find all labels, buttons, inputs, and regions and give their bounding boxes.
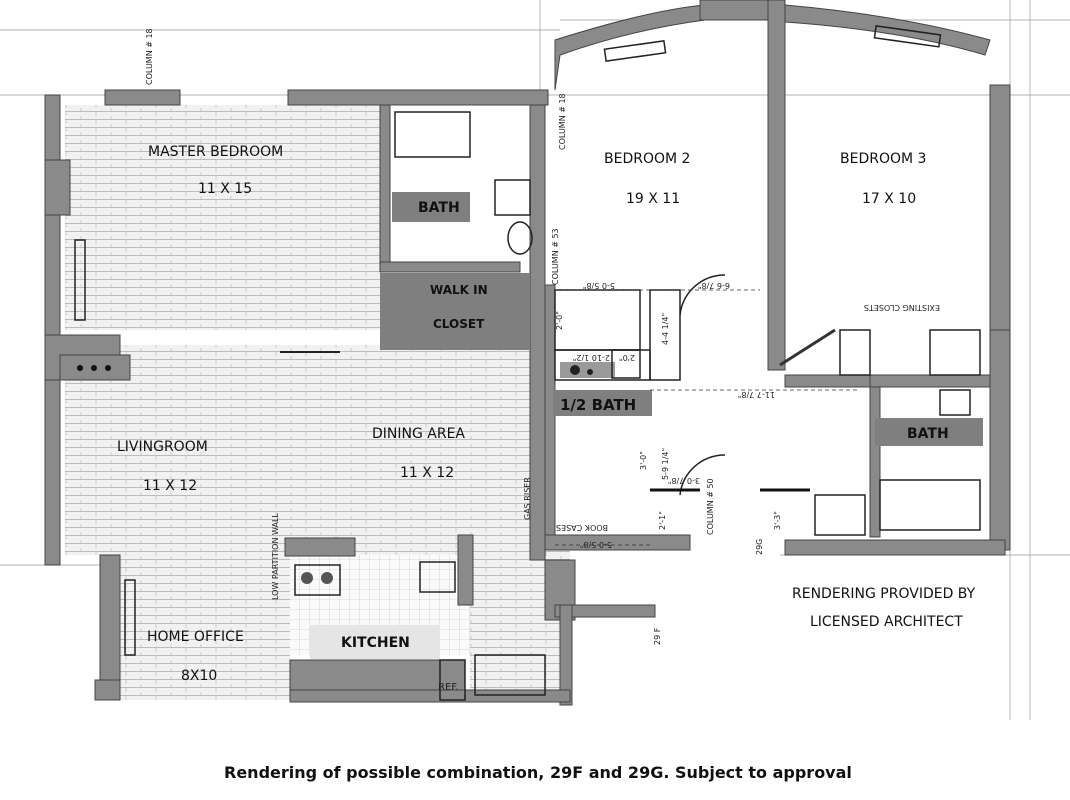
dimensions: 5-0 5/8" 6-6 7/8" 2-10 1/2" 2'0" 11-7 7/…	[555, 281, 860, 549]
home-office-label: HOME OFFICE	[147, 629, 244, 645]
gas-riser: GAS RISER	[523, 477, 532, 520]
unit-29g: 29G	[755, 539, 764, 555]
walls-right	[439, 0, 1011, 701]
walk-in-label: WALK IN	[430, 283, 488, 297]
kitchen-label: KITCHEN	[341, 635, 410, 651]
ref-label: REF.	[438, 682, 459, 693]
column-18-right: COLUMN # 18	[558, 93, 567, 150]
book-cases: BOOK CASES	[556, 523, 608, 532]
bath-right-label: BATH	[907, 426, 949, 442]
home-office-size: 8X10	[181, 668, 217, 684]
bedroom2-size: 19 X 11	[626, 191, 680, 207]
fixtures	[294, 111, 641, 596]
bedroom3-size: 17 X 10	[862, 191, 916, 207]
half-bath-box	[553, 390, 652, 416]
svg-text:2'0": 2'0"	[619, 353, 635, 362]
walk-in-closet-box	[380, 273, 530, 350]
svg-text:11-7 7/8": 11-7 7/8"	[738, 390, 775, 399]
svg-text:2-10 1/2": 2-10 1/2"	[573, 353, 610, 362]
kitchen-box	[310, 625, 440, 659]
walls	[44, 89, 691, 706]
livingroom-size: 11 X 12	[143, 478, 197, 494]
bath-right-box	[875, 418, 983, 446]
column-18-top: COLUMN # 18	[145, 28, 154, 85]
svg-text:5-0 5/8": 5-0 5/8"	[580, 540, 612, 549]
column-53: COLUMN # 53	[551, 228, 560, 285]
note-line2: LICENSED ARCHITECT	[810, 614, 963, 630]
dining-area-label: DINING AREA	[372, 426, 465, 442]
unit-29f: 29 F	[653, 627, 662, 645]
column-50: COLUMN # 50	[706, 478, 715, 535]
svg-text:4-4 1/4": 4-4 1/4"	[661, 313, 670, 345]
svg-text:3-0 7/8": 3-0 7/8"	[668, 476, 700, 485]
closet-label: CLOSET	[433, 317, 485, 331]
bath-label-box	[392, 192, 470, 222]
svg-text:5-9 1/4": 5-9 1/4"	[661, 448, 670, 480]
bedroom2-label: BEDROOM 2	[604, 151, 690, 167]
caption: Rendering of possible combination, 29F a…	[224, 763, 852, 782]
svg-text:6-6 7/8": 6-6 7/8"	[698, 281, 730, 290]
low-partition-wall: LOW PARTITION WALL	[271, 513, 280, 600]
half-bath-label: 1/2 BATH	[560, 396, 636, 414]
master-bedroom-size: 11 X 15	[198, 181, 252, 197]
svg-text:2'-1": 2'-1"	[658, 511, 667, 530]
bath-master-label: BATH	[418, 200, 460, 216]
svg-text:2'-0": 2'-0"	[555, 311, 564, 330]
existing-closets: EXISTING CLOSETS	[864, 303, 940, 312]
svg-text:5-0 5/8": 5-0 5/8"	[583, 281, 615, 290]
svg-text:3'-3": 3'-3"	[773, 511, 782, 530]
note-line1: RENDERING PROVIDED BY	[792, 586, 976, 602]
dining-area-size: 11 X 12	[400, 465, 454, 481]
bedroom3-label: BEDROOM 3	[840, 151, 926, 167]
master-bedroom-label: MASTER BEDROOM	[148, 144, 283, 160]
svg-text:3'-0": 3'-0"	[639, 451, 648, 470]
livingroom-label: LIVINGROOM	[117, 439, 208, 455]
